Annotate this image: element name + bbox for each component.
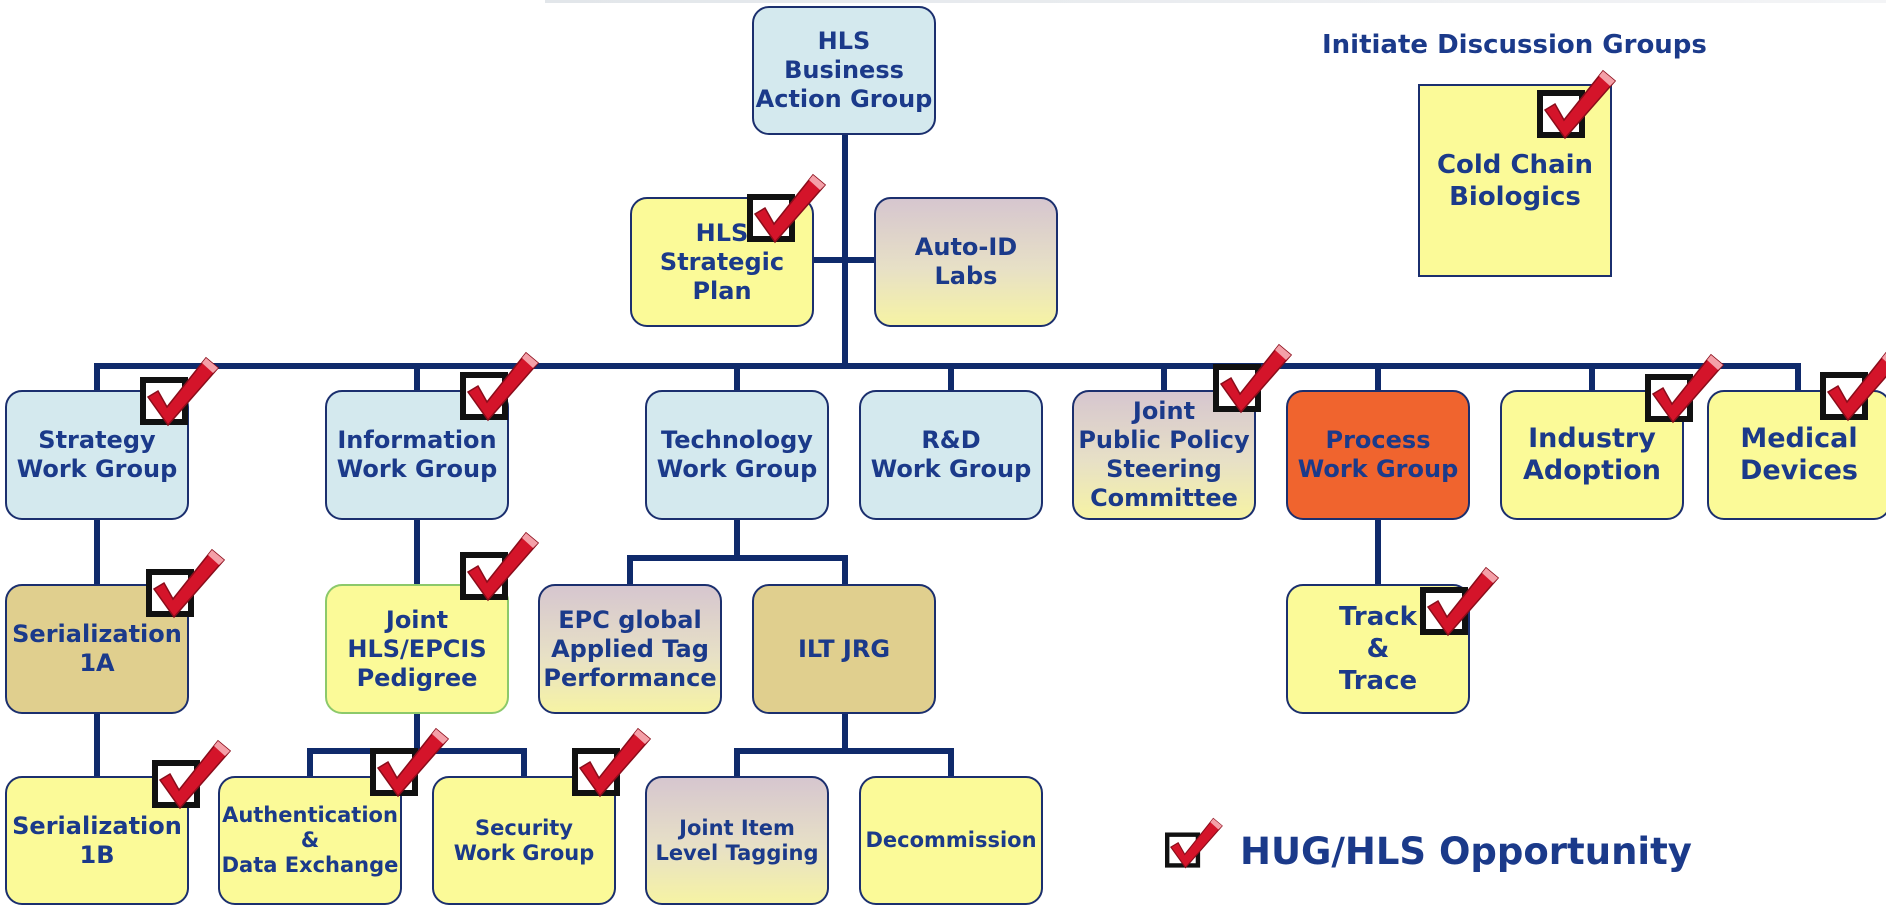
node-joint-public-policy: Joint Public Policy Steering Committee [1072,390,1256,520]
checkmark-icon [572,724,654,798]
legend-label: HUG/HLS Opportunity [1240,830,1692,873]
initiate-discussion-title: Initiate Discussion Groups [1322,30,1707,60]
checkmark-icon [1645,350,1727,424]
checkmark-icon [140,353,222,427]
checkmark-icon [460,528,542,602]
legend-checkmark-icon [1165,814,1225,870]
checkmark-icon [152,736,234,810]
checkmark-icon [1537,66,1619,140]
node-ilt-jrg: ILT JRG [752,584,936,714]
checkmark-icon [1820,348,1886,422]
node-epc-global: EPC global Applied Tag Performance [538,584,722,714]
node-joint-hls-epcis-pedigree: Joint HLS/EPCIS Pedigree [325,584,509,714]
checkmark-icon [370,724,452,798]
checkmark-icon [146,545,228,619]
node-joint-item-level-tagging: Joint Item Level Tagging [645,776,829,905]
node-decommission: Decommission [859,776,1043,905]
node-technology-work-group: Technology Work Group [645,390,829,520]
node-rnd-work-group: R&D Work Group [859,390,1043,520]
checkmark-icon [747,170,829,244]
node-auto-id-labs: Auto-ID Labs [874,197,1058,327]
checkmark-icon [1213,340,1295,414]
node-hls-business-action-group: HLS Business Action Group [752,6,936,135]
node-security-work-group: Security Work Group [432,776,616,905]
checkmark-icon [460,348,542,422]
top-strip [545,0,1886,3]
node-process-work-group: Process Work Group [1286,390,1470,520]
node-authentication: Authentication & Data Exchange [218,776,402,905]
checkmark-icon [1420,563,1502,637]
